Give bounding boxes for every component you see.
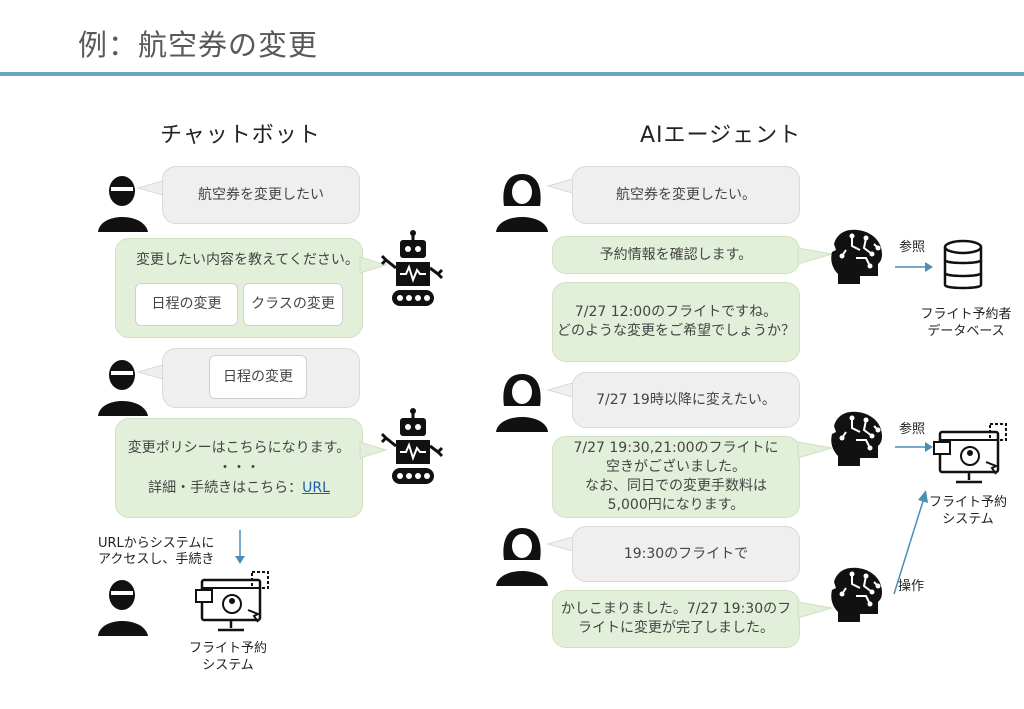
database-icon [943, 239, 983, 290]
woman-user-icon [496, 374, 548, 432]
details-line: 詳細・手続きはこちら：URL [116, 479, 362, 498]
option-class-change-button[interactable]: クラスの変更 [243, 283, 343, 326]
ai-head-icon [831, 411, 882, 466]
agent-user-message-2: 7/27 19時以降に変えたい。 [572, 372, 800, 428]
bot-prompt-text: 変更したい内容を教えてください。 [136, 252, 359, 268]
agent-user-message-1: 航空券を変更したい。 [572, 166, 800, 224]
agent-bot-message-4: かしこまりました。7/27 19:30のフ ライトに変更が完了しました。 [552, 590, 800, 648]
ai-head-icon [831, 567, 882, 622]
booking-system-monitor-icon [933, 423, 1007, 484]
booking-system-monitor-icon [195, 571, 269, 632]
database-caption: フライト予約者 データベース [920, 307, 1012, 339]
down-arrow-icon [235, 530, 245, 564]
chatbot-bot-message-1: 変更したい内容を教えてください。 日程の変更 クラスの変更 [115, 238, 363, 338]
ellipsis-text: ・・・ [218, 460, 260, 476]
operate-arrow-icon [893, 490, 928, 595]
url-access-note: URLからシステムに アクセスし、手続き [98, 536, 215, 567]
operate-label: 操作 [898, 579, 925, 594]
selected-date-change-button[interactable]: 日程の変更 [209, 355, 307, 399]
agent-bot-message-3: 7/27 19:30,21:00のフライトに 空きがございました。 なお、同日で… [552, 436, 800, 518]
chatbot-user-message-2: 日程の変更 [162, 348, 360, 408]
option-date-change-button[interactable]: 日程の変更 [135, 283, 238, 326]
ai-agent-heading: AIエージェント [640, 123, 802, 148]
man-user-icon [98, 176, 148, 232]
speech-tail [359, 256, 388, 274]
right-system-caption: フライト予約 システム [928, 495, 1007, 527]
chatbot-user-message-1: 航空券を変更したい [162, 166, 360, 224]
reference-label-2: 参照 [899, 422, 926, 437]
speech-tail [797, 441, 833, 459]
robot-icon [380, 408, 444, 484]
page-title: 例：航空券の変更 [78, 28, 319, 62]
speech-tail [359, 441, 388, 459]
ai-head-icon [831, 229, 882, 284]
man-user-icon [98, 580, 148, 636]
left-system-caption: フライト予約 システム [188, 641, 267, 673]
speech-tail [797, 247, 833, 265]
chatbot-heading: チャットボット [160, 123, 321, 148]
policy-text: 変更ポリシーはこちらになります。 [127, 440, 351, 456]
right-arrow-icon [895, 262, 933, 272]
chatbot-bot-message-2: 変更ポリシーはこちらになります。 ・・・ 詳細・手続きはこちら：URL [115, 418, 363, 518]
details-text: 詳細・手続きはこちら： [148, 480, 303, 496]
agent-bot-message-1: 予約情報を確認します。 [552, 236, 800, 274]
agent-bot-message-2: 7/27 12:00のフライトですね。 どのような変更をご希望でしょうか？ [552, 282, 800, 362]
man-user-icon [98, 360, 148, 416]
agent-user-message-3: 19:30のフライトで [572, 526, 800, 582]
woman-user-icon [496, 528, 548, 586]
robot-icon [380, 230, 444, 306]
speech-tail [797, 601, 833, 619]
url-link[interactable]: URL [302, 480, 330, 496]
woman-user-icon [496, 174, 548, 232]
reference-label-1: 参照 [899, 240, 926, 255]
title-underline [0, 72, 1024, 76]
right-arrow-icon [895, 442, 933, 452]
